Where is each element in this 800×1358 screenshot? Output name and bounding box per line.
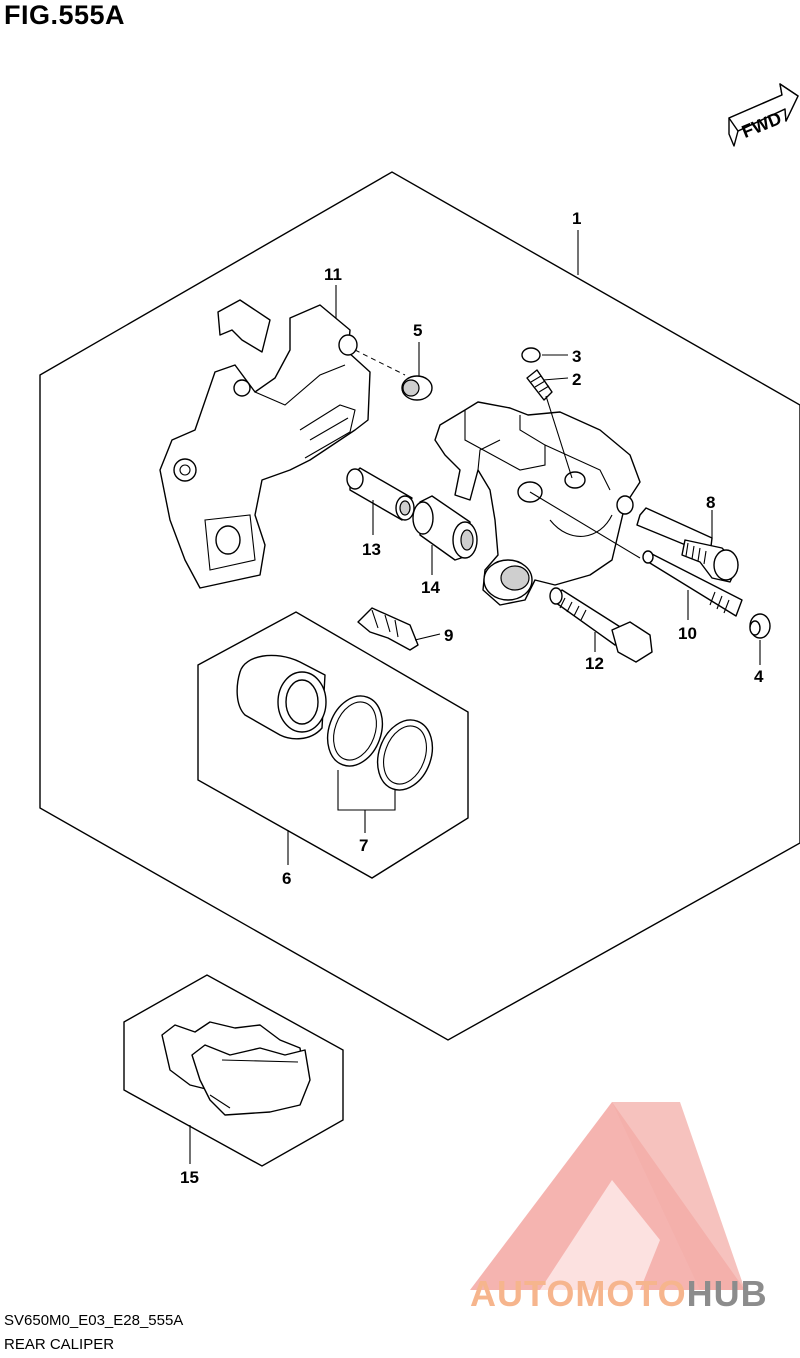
boot-14 (412, 495, 478, 561)
piston-6 (236, 654, 327, 740)
callout-8: 8 (706, 493, 715, 512)
spring-9 (357, 607, 419, 651)
callout-15: 15 (180, 1168, 199, 1187)
callout-1: 1 (572, 209, 581, 228)
callout-5: 5 (413, 321, 422, 340)
callout-2: 2 (572, 370, 581, 389)
kit-frame-6 (197, 611, 469, 879)
callout-4: 4 (754, 667, 764, 686)
kit-frame-1 (39, 171, 800, 1041)
watermark-part1: AUTOMOTO (470, 1273, 687, 1314)
bolt-10 (642, 550, 743, 617)
figure-caption: REAR CALIPER (4, 1336, 115, 1353)
callout-7: 7 (359, 836, 368, 855)
kit-frame-15 (123, 974, 344, 1167)
callout-10: 10 (678, 624, 697, 643)
cap-4 (749, 613, 771, 639)
watermark-logo (470, 1102, 745, 1290)
watermark-part2: HUB (687, 1273, 768, 1314)
svg-text:AUTOMOTOHUB: AUTOMOTOHUB (470, 1273, 768, 1314)
watermark-text: AUTOMOTOHUB (470, 1273, 768, 1314)
callout-11: 11 (324, 265, 342, 284)
cap-3 (521, 347, 541, 363)
leader-lines (189, 230, 761, 1164)
callout-9: 9 (444, 626, 453, 645)
sleeve-13 (346, 467, 415, 521)
callout-14: 14 (421, 578, 440, 597)
figure-title: FIG.555A (4, 0, 126, 30)
brake-pads-15 (161, 1021, 311, 1116)
pin-8 (636, 507, 739, 583)
seals-7 (326, 695, 434, 791)
caliper-bracket (159, 299, 371, 589)
fwd-arrow-icon: FWD (728, 83, 799, 147)
callout-13: 13 (362, 540, 381, 559)
callout-12: 12 (585, 654, 604, 673)
callouts: 1 2 3 4 5 6 7 8 9 10 11 12 13 14 15 (180, 209, 764, 1187)
callout-6: 6 (282, 869, 291, 888)
boot-5 (401, 375, 433, 401)
bolt-12 (549, 587, 653, 663)
bleeder-valve-2 (526, 369, 553, 401)
caliper-body (434, 401, 641, 606)
figure-code: SV650M0_E03_E28_555A (4, 1312, 184, 1329)
callout-3: 3 (572, 347, 581, 366)
